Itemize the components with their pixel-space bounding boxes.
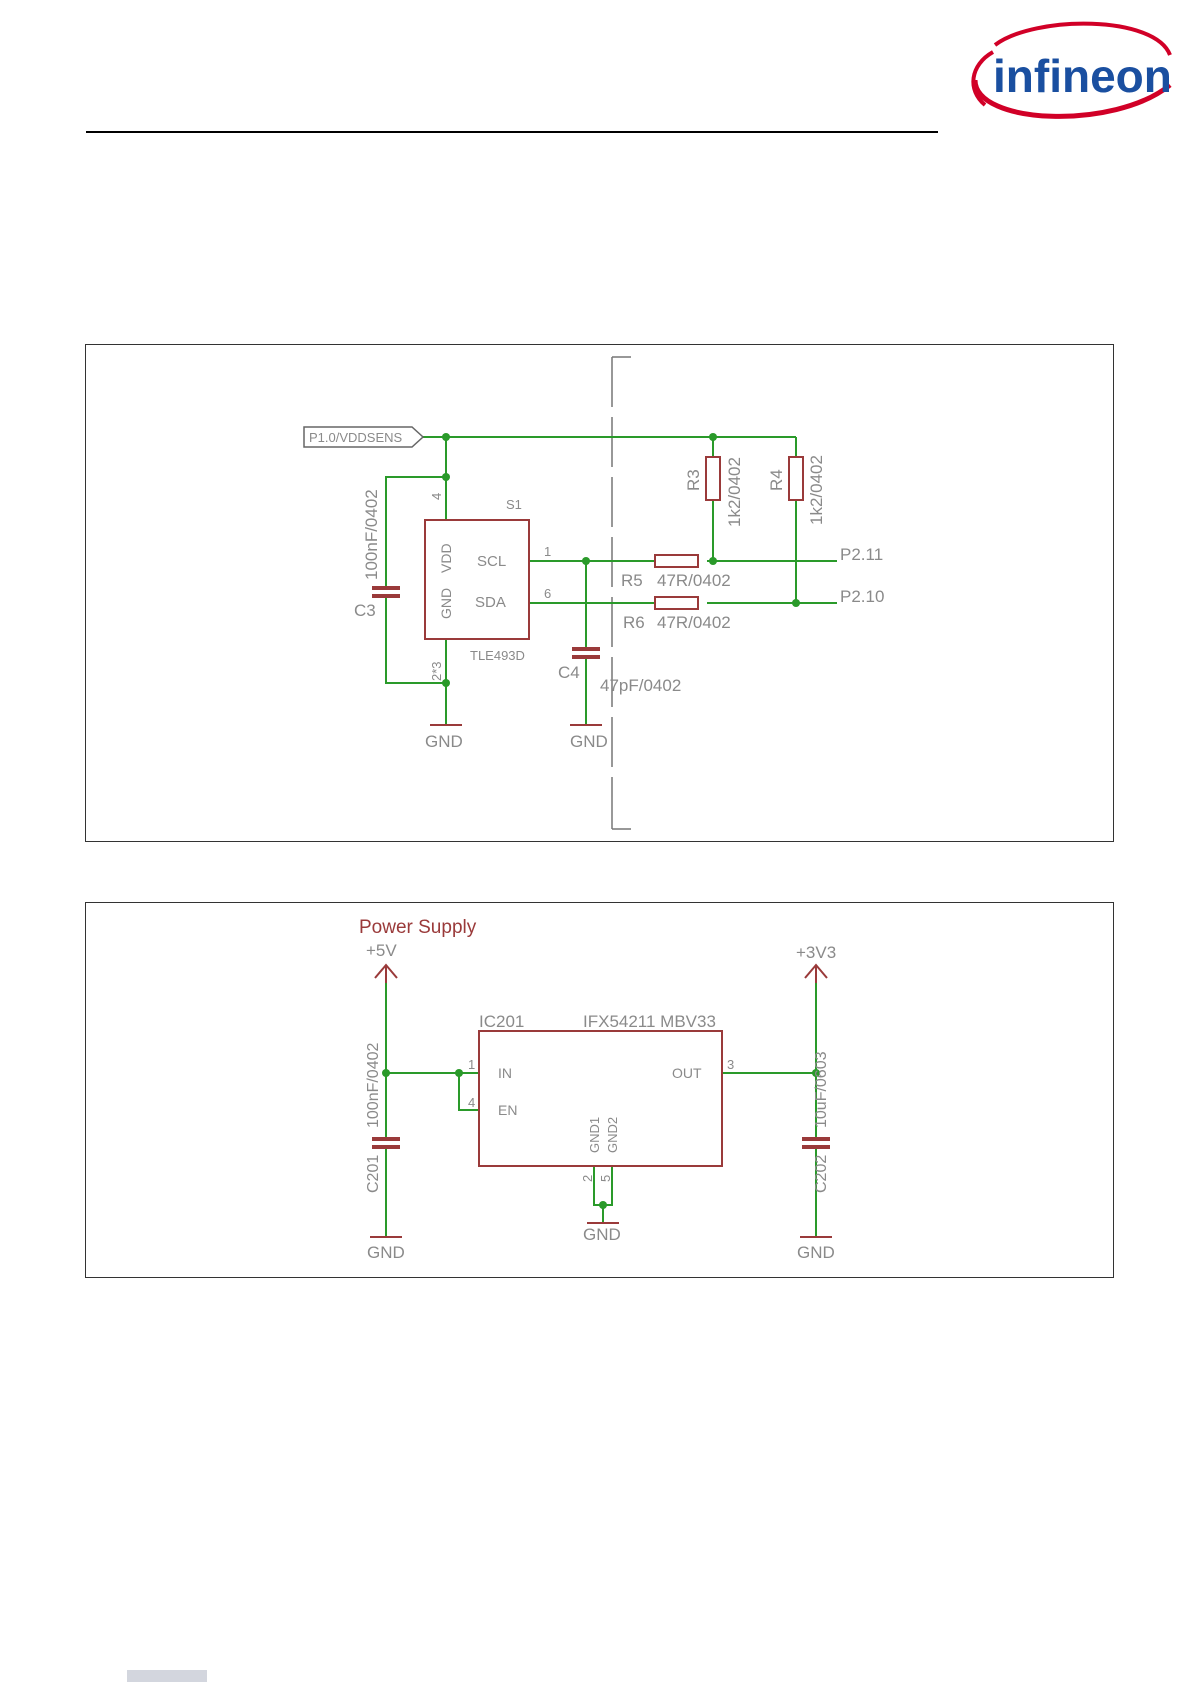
c201-value: 100nF/0402 xyxy=(365,1042,382,1128)
c4-ref: C4 xyxy=(558,663,580,682)
supply-5v-label: +5V xyxy=(366,941,397,960)
c3-ref: C3 xyxy=(354,601,376,620)
ic-s1-vdd: VDD xyxy=(438,543,454,573)
power-title: Power Supply xyxy=(359,917,477,938)
port-vddsens-label: P1.0/VDDSENS xyxy=(309,430,403,445)
c4-value: 47pF/0402 xyxy=(600,676,681,695)
ic201-pin-in: IN xyxy=(498,1065,512,1081)
ic-s1-gnd: GND xyxy=(438,588,454,619)
footer-link-bar[interactable] xyxy=(127,1670,207,1682)
gnd-c4-label: GND xyxy=(570,732,608,751)
r5-ref: R5 xyxy=(621,571,643,590)
ic-s1-ref: S1 xyxy=(506,497,522,512)
header-rule xyxy=(86,131,938,133)
ic-s1-pin-sda: 6 xyxy=(544,586,551,601)
r4-ref: R4 xyxy=(767,469,786,491)
ic201-num-in: 1 xyxy=(468,1057,475,1072)
supply-5v: +5V xyxy=(366,941,397,983)
ic-s1-pin-scl: 1 xyxy=(544,544,551,559)
r3-ref: R3 xyxy=(684,469,703,491)
ic201-part: IFX54211 MBV33 xyxy=(583,1012,716,1031)
power-schematic: Power Supply +5V +3V3 xyxy=(86,903,1113,1277)
board-separator xyxy=(612,357,631,829)
supply-3v3-label: +3V3 xyxy=(796,943,836,962)
ic201-pin-gnd1: GND1 xyxy=(587,1117,602,1153)
logo-wordmark: infineon xyxy=(993,50,1172,102)
ic-s1-pin-vdd: 4 xyxy=(429,493,444,500)
ic201-num-gnd2: 5 xyxy=(598,1175,613,1182)
power-schematic-frame: Power Supply +5V +3V3 xyxy=(85,902,1114,1278)
gnd-symbol-s1: GND xyxy=(425,725,463,751)
ic-s1-part: TLE493D xyxy=(470,648,525,663)
supply-3v3: +3V3 xyxy=(796,943,836,983)
ic201-pin-out: OUT xyxy=(672,1065,702,1081)
gnd-s1-label: GND xyxy=(425,732,463,751)
gnd-symbol-c202: GND xyxy=(797,1237,835,1262)
gnd-c202-label: GND xyxy=(797,1243,835,1262)
r6-value: 47R/0402 xyxy=(657,613,731,632)
ic201-num-out: 3 xyxy=(727,1057,734,1072)
r5-value: 47R/0402 xyxy=(657,571,731,590)
sensor-schematic-frame: P1.0/VDDSENS S1 TLE493D SCL SDA VDD GND … xyxy=(85,344,1114,842)
ic201-num-gnd1: 2 xyxy=(580,1175,595,1182)
gnd-symbol-c201: GND xyxy=(367,1237,405,1262)
ic201-pin-en: EN xyxy=(498,1102,517,1118)
capacitor-c201: C201 100nF/0402 xyxy=(365,1042,400,1193)
ic-s1: S1 TLE493D SCL SDA VDD GND 4 1 6 2*3 xyxy=(425,493,551,681)
gnd-ic201-label: GND xyxy=(583,1225,621,1244)
net-p2-10: P2.10 xyxy=(840,587,884,606)
ic201-pin-gnd2: GND2 xyxy=(605,1117,620,1153)
capacitor-c4: C4 47pF/0402 xyxy=(558,647,681,695)
ic-s1-scl: SCL xyxy=(477,553,506,570)
net-p2-11: P2.11 xyxy=(840,545,883,564)
c3-value: 100nF/0402 xyxy=(362,489,381,580)
c201-ref: C201 xyxy=(365,1155,382,1193)
gnd-c201-label: GND xyxy=(367,1243,405,1262)
ic-ic201: IC201 IFX54211 MBV33 IN EN OUT GND1 GND2… xyxy=(468,1012,734,1182)
r3-value: 1k2/0402 xyxy=(725,457,744,527)
ic201-ref: IC201 xyxy=(479,1012,524,1031)
capacitor-c3: C3 100nF/0402 xyxy=(354,489,400,620)
ic-s1-sda: SDA xyxy=(475,594,506,611)
r6-ref: R6 xyxy=(623,613,645,632)
ic-s1-pin-gnd: 2*3 xyxy=(429,661,444,681)
c202-ref: C202 xyxy=(813,1155,830,1193)
infineon-logo: infineon xyxy=(955,20,1175,125)
port-vddsens: P1.0/VDDSENS xyxy=(304,427,423,447)
gnd-symbol-ic201: GND xyxy=(583,1223,621,1244)
ic201-num-en: 4 xyxy=(468,1095,475,1110)
r4-value: 1k2/0402 xyxy=(807,455,826,525)
gnd-symbol-c4: GND xyxy=(570,725,608,751)
c202-value: 10uF/0603 xyxy=(813,1051,830,1128)
sensor-schematic: P1.0/VDDSENS S1 TLE493D SCL SDA VDD GND … xyxy=(86,345,1113,841)
